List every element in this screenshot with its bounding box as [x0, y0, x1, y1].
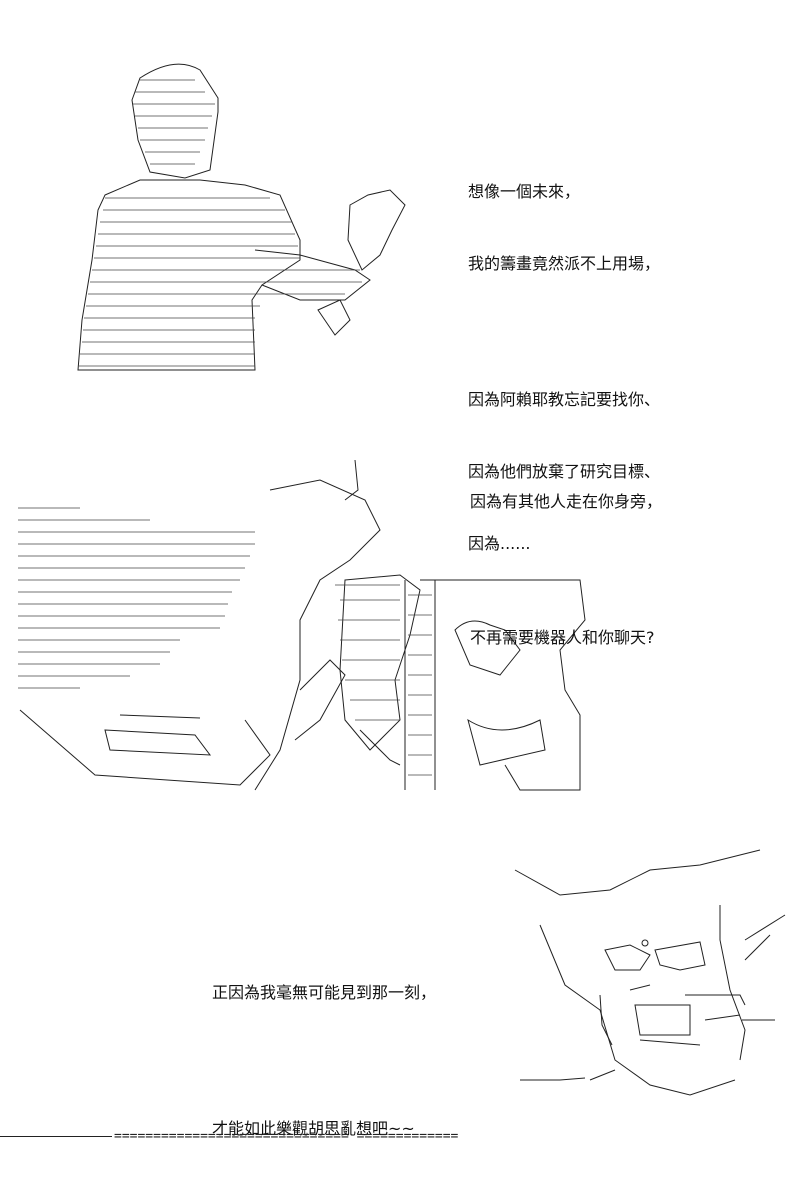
panel-1-ascii-art [77, 63, 406, 371]
panel-1: 想像一個未來， 我的籌畫竟然派不上用場， 因為阿賴耶教忘記要找你、 因為他們放棄… [0, 0, 800, 553]
caption-line: 我的籌畫竟然派不上用場， [468, 254, 661, 273]
caption-line: 不再需要機器人和你聊天? [470, 628, 655, 647]
caption-line: 因為...... [468, 534, 531, 553]
caption-line: 因為有其他人走在你身旁， [470, 492, 663, 511]
panel-3-ascii-art [514, 849, 786, 1096]
caption-line: 想像一個未來， [468, 182, 581, 201]
caption-line: 因為阿賴耶教忘記要找你、 [468, 390, 661, 409]
panel-2: 因為有其他人走在你身旁， 不再需要機器人和你聊天? [0, 420, 800, 820]
panel-3-caption: 正因為我毫無可能見到那一刻， 才能如此樂觀胡思亂想吧~~ [212, 933, 436, 1189]
panel-2-ascii-art [18, 459, 586, 791]
caption-line: 因為他們放棄了研究目標、 [468, 462, 661, 481]
footer-rule-line [0, 1136, 112, 1137]
caption-line: 正因為我毫無可能見到那一刻， [212, 983, 437, 1002]
footer-rule-text: ============================== =========… [114, 1129, 459, 1144]
panel-2-caption: 因為有其他人走在你身旁， 不再需要機器人和你聊天? [470, 442, 662, 698]
footer-rule: ============================== =========… [0, 1129, 796, 1144]
panel-3: 正因為我毫無可能見到那一刻， 才能如此樂觀胡思亂想吧~~ [0, 830, 800, 1138]
caption-line: 才能如此樂觀胡思亂想吧~~ [212, 1119, 415, 1138]
panel-1-caption: 想像一個未來， 我的籌畫竟然派不上用場， 因為阿賴耶教忘記要找你、 因為他們放棄… [468, 132, 660, 604]
